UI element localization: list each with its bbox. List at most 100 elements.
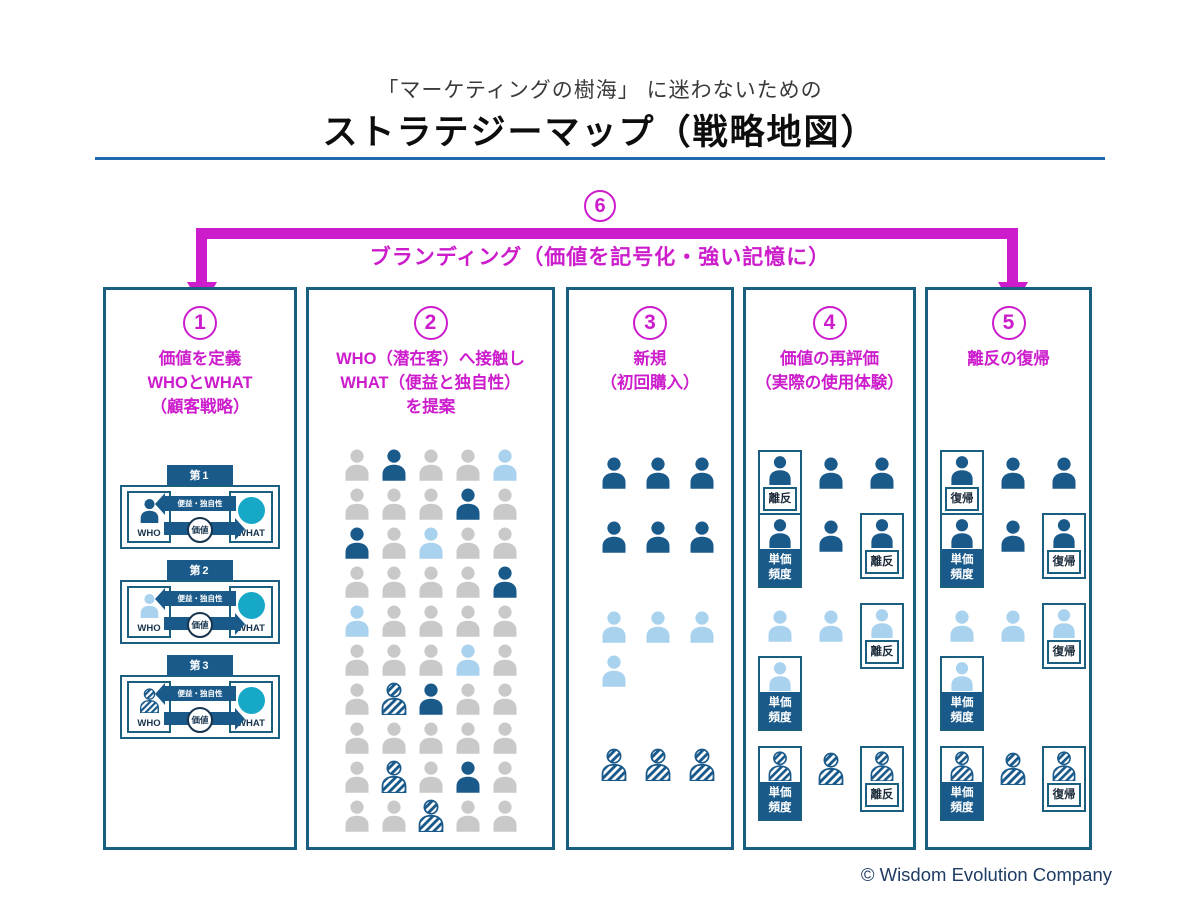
who-label: WHO: [137, 527, 161, 539]
customer-row: 離反: [746, 603, 905, 669]
column-3-new-customers: 3 新規（初回購入）: [566, 287, 734, 850]
person-icon: [456, 527, 479, 559]
customer-row: 離反: [746, 450, 905, 516]
person-icon: [1053, 609, 1075, 638]
person-icon: [493, 722, 516, 754]
column-4-number-text: 4: [823, 311, 836, 334]
segment-box: WHO 便益・独自性 価値 WHAT: [120, 675, 280, 739]
person-icon: [951, 519, 973, 548]
tag-label: 復帰: [945, 487, 979, 511]
person-icon: [950, 610, 974, 642]
person-slot: [594, 648, 634, 687]
person-icon: [769, 662, 791, 691]
tag-label: 単価 頻度: [760, 549, 800, 586]
person-slot: [939, 603, 985, 642]
who-box: WHO: [127, 586, 171, 638]
person-slot: 離反: [859, 513, 905, 579]
who-what-segment: 第3 WHO 便益・独自性 価値 WHAT: [120, 655, 280, 739]
person-icon: [419, 527, 442, 559]
person-slot: [682, 450, 722, 489]
tagged-person-box: 復帰: [1042, 513, 1086, 579]
person-slot: 単価 頻度: [939, 656, 985, 731]
tag-label: 復帰: [1047, 640, 1081, 664]
person-icon: [689, 748, 715, 781]
person-slot: [638, 514, 678, 553]
column-4-content: 離反 単価 頻度 離反: [746, 290, 913, 847]
branding-circled-number: 6: [584, 190, 616, 222]
person-icon: [871, 609, 893, 638]
person-icon: [819, 457, 843, 489]
person-slot: [682, 514, 722, 553]
customer-row: [569, 604, 722, 643]
person-icon: [870, 751, 894, 781]
benefit-arrow: 便益・独自性: [155, 492, 236, 515]
person-icon: [690, 611, 714, 643]
segment-box: WHO 便益・独自性 価値 WHAT: [120, 580, 280, 644]
column-1-number-text: 1: [194, 311, 206, 334]
who-what-segment: 第1 WHO 便益・独自性 価値 WHAT: [120, 465, 280, 549]
person-slot: [638, 742, 678, 781]
person-slot: 離反: [859, 746, 905, 812]
person-icon: [381, 760, 406, 793]
person-icon: [419, 722, 442, 754]
column-5-circled-number: 5: [991, 306, 1026, 340]
person-icon: [345, 605, 368, 637]
branding-label: ブランディング（価値を記号化・強い記憶に）: [369, 246, 831, 269]
segment-rank-label: 第2: [167, 560, 233, 580]
tag-label: 単価 頻度: [942, 782, 982, 819]
tag-label: 単価 頻度: [760, 692, 800, 729]
person-slot: [1041, 450, 1087, 489]
tag-label: 復帰: [1047, 550, 1081, 574]
person-icon: [871, 519, 893, 548]
person-icon: [345, 761, 368, 793]
column-2-circled-number: 2: [413, 306, 448, 340]
person-slot: [808, 450, 854, 489]
customer-row: 復帰: [928, 450, 1087, 516]
title-divider: [95, 157, 1105, 160]
value-circle: 価値: [187, 707, 213, 733]
person-icon: [1001, 610, 1025, 642]
segment-arrows: 便益・独自性 価値: [155, 677, 245, 737]
person-slot: [808, 603, 854, 642]
tagged-person-box: 単価 頻度: [940, 746, 984, 821]
person-icon: [1052, 751, 1076, 781]
tag-label: 離反: [763, 487, 797, 511]
person-icon: [345, 722, 368, 754]
person-slot: [757, 603, 803, 642]
value-circle: 価値: [187, 612, 213, 638]
person-icon: [768, 751, 792, 781]
person-icon: [345, 683, 368, 715]
person-slot: [594, 742, 634, 781]
value-circle: 価値: [187, 517, 213, 543]
person-icon: [382, 644, 405, 676]
person-slot: [638, 450, 678, 489]
segment-arrows: 便益・独自性 価値: [155, 487, 245, 547]
person-icon: [602, 655, 626, 687]
branding-number-text: 6: [594, 194, 606, 217]
person-icon: [493, 488, 516, 520]
person-slot: 単価 頻度: [757, 656, 803, 731]
customer-row: 単価 頻度 離反: [746, 513, 905, 588]
person-icon: [1052, 457, 1076, 489]
tag-label: 単価 頻度: [942, 692, 982, 729]
column-5-win-back: 5 離反の復帰 復帰 単価 頻度: [925, 287, 1092, 850]
column-2-content: [309, 290, 552, 847]
person-slot: 離反: [859, 603, 905, 669]
tagged-person-box: 離反: [860, 746, 904, 812]
tagged-person-box: 復帰: [940, 450, 984, 516]
tagged-person-box: 単価 頻度: [758, 513, 802, 588]
person-slot: 単価 頻度: [939, 513, 985, 588]
person-icon: [381, 682, 406, 715]
person-icon: [345, 449, 368, 481]
person-slot: 単価 頻度: [757, 746, 803, 821]
person-icon: [345, 566, 368, 598]
tagged-person-box: 単価 頻度: [940, 656, 984, 731]
person-slot: 単価 頻度: [757, 513, 803, 588]
person-icon: [1053, 519, 1075, 548]
what-label: WHAT: [237, 527, 265, 539]
tagged-person-box: 復帰: [1042, 746, 1086, 812]
person-slot: [682, 604, 722, 643]
person-slot: [990, 450, 1036, 489]
segment-arrows: 便益・独自性 価値: [155, 582, 245, 642]
customer-row: 単価 頻度 離反: [746, 746, 905, 821]
